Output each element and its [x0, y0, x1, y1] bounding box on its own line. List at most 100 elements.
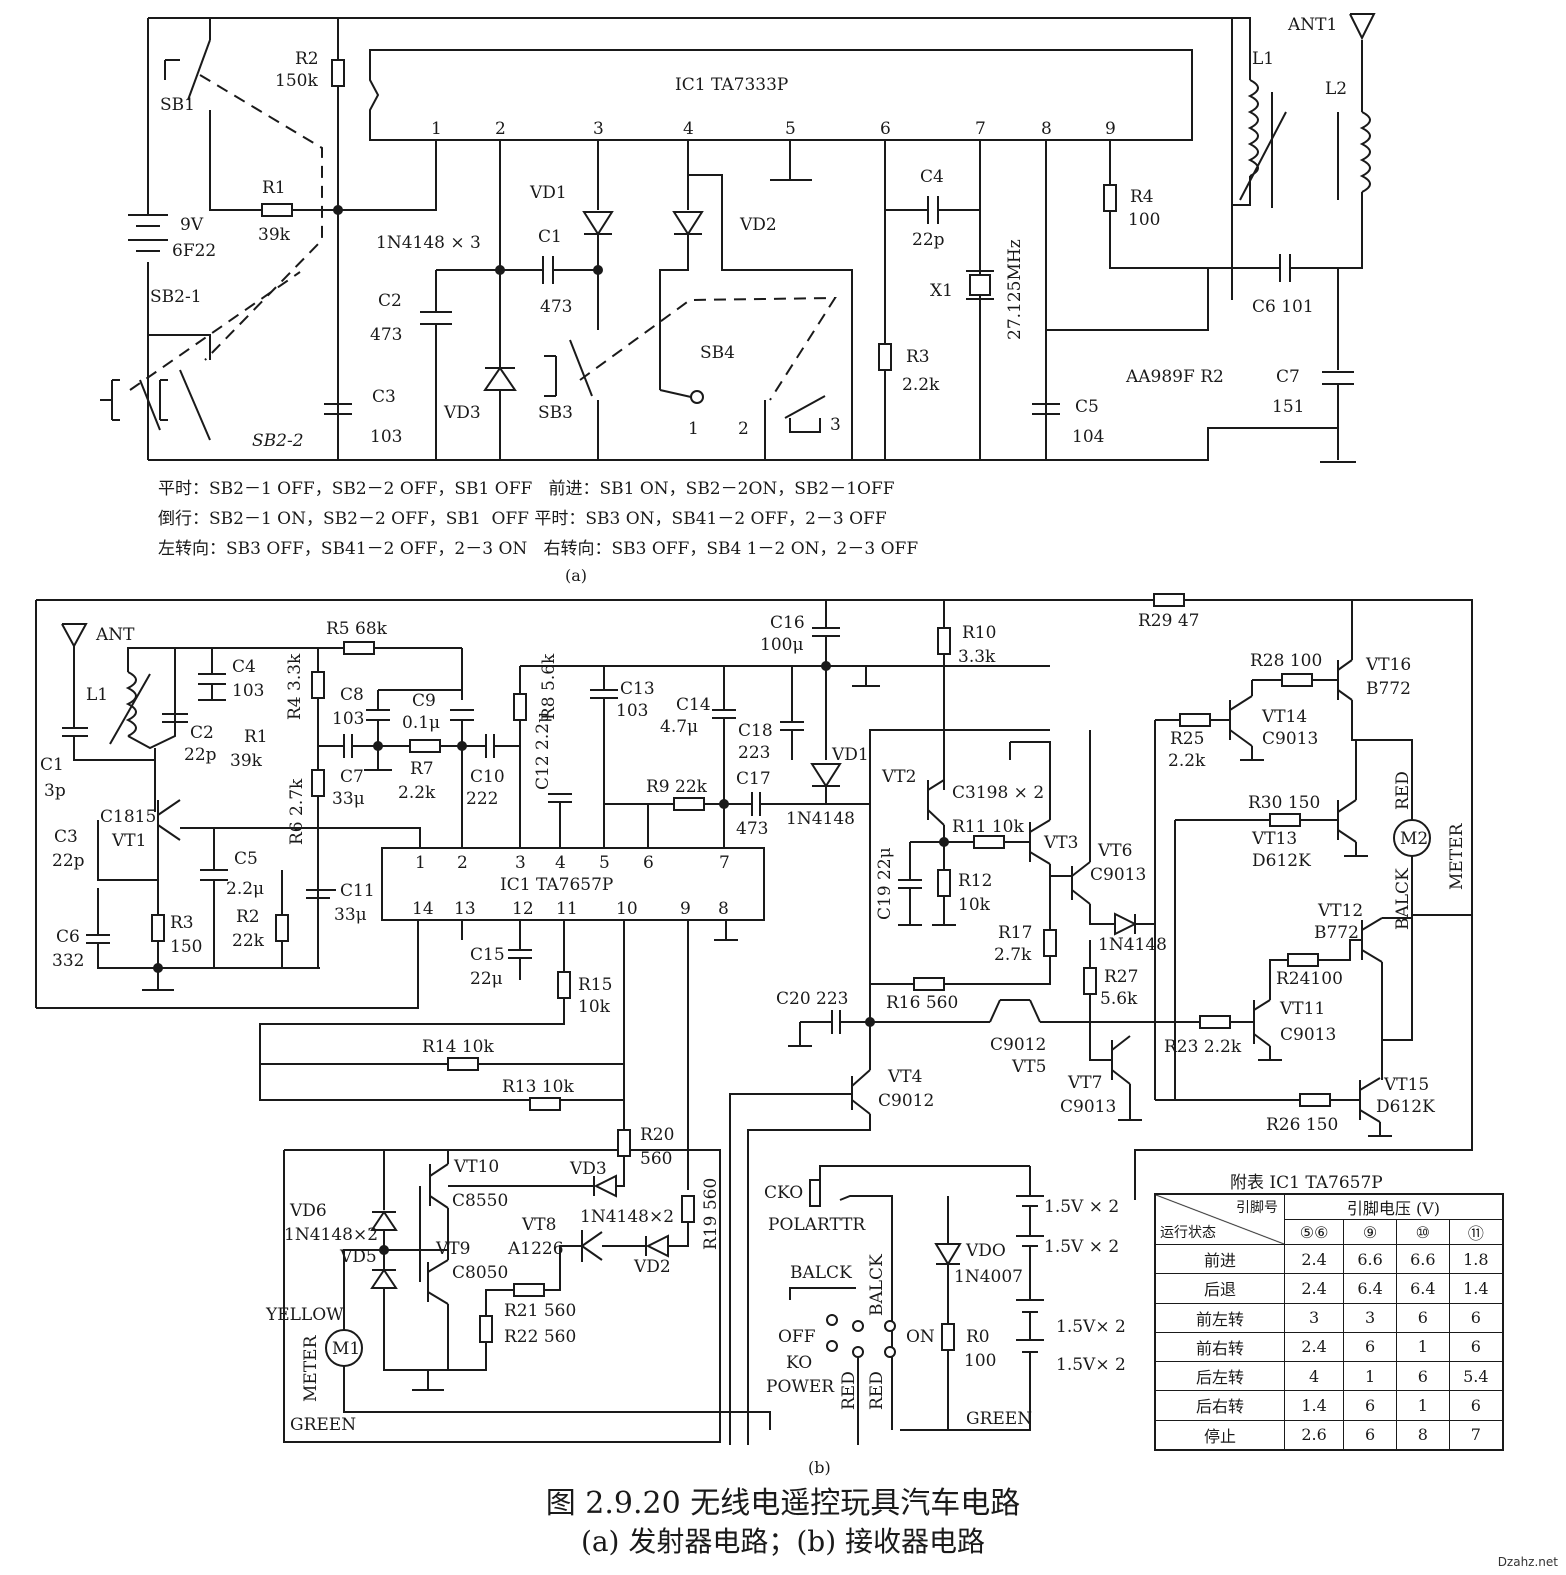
rx-r20-label: R20 — [640, 1125, 674, 1145]
tx-battery-voltage: 9V — [180, 215, 204, 235]
table-value-cell: 6 — [1395, 1302, 1450, 1333]
rx-vt7-label: VT7 — [1067, 1073, 1102, 1093]
rx-c13-label: C13 — [620, 679, 655, 699]
rx-vt1-label: VT1 — [111, 831, 146, 851]
table-column-header: ⑤⑥ — [1283, 1219, 1345, 1245]
tx-sb1-label: SB1 — [160, 95, 195, 115]
table-column-header: ⑨ — [1343, 1219, 1397, 1245]
rx-c13-value: 103 — [616, 701, 648, 721]
figure-subcaption: (a) 发射器电路；(b) 接收器电路 — [580, 1525, 986, 1558]
rx-c1-value: 3p — [44, 781, 66, 801]
rx-r25-value: 2.2k — [1168, 751, 1206, 771]
tx-ic-label: IC1 TA7333P — [675, 75, 788, 95]
rx-c19-label: C19 22μ — [875, 847, 895, 920]
rx-c8-value: 103 — [332, 709, 364, 729]
tx-ic-pin-3: 3 — [593, 119, 604, 139]
rx-ic-pin-bottom-2: 12 — [512, 899, 534, 919]
rx-c7-value: 33μ — [332, 789, 365, 809]
header-state-label: 运行状态 — [1160, 1225, 1216, 1241]
tx-vd3-label: VD3 — [443, 403, 481, 423]
table-value-cell: 4 — [1283, 1361, 1345, 1392]
tx-c7-value: 151 — [1272, 397, 1304, 417]
rx-vdo-label: VDO — [965, 1241, 1006, 1261]
rx-vt3-label: VT3 — [1043, 833, 1078, 853]
tx-c3-value: 103 — [370, 427, 402, 447]
tx-sb21-label: SB2-1 — [150, 287, 202, 307]
rx-vt14-label: VT14 — [1261, 707, 1307, 727]
rx-r3-value: 150 — [170, 937, 202, 957]
rx-m2-balck-label: BALCK — [1393, 868, 1413, 930]
rx-r1-value: 39k — [230, 751, 263, 771]
table-column-header: ⑪ — [1448, 1219, 1504, 1245]
table-value-cell: 6 — [1343, 1419, 1397, 1451]
rx-c10-label: C10 — [470, 767, 505, 787]
tx-ic-pin-2: 2 — [495, 119, 506, 139]
rx-r17-value: 2.7k — [994, 945, 1032, 965]
rx-vt11-label: VT11 — [1279, 999, 1325, 1019]
tx-c4-value: 22p — [912, 230, 945, 250]
rx-vt8-label: VT8 — [521, 1215, 556, 1235]
tx-c5-label: C5 — [1075, 397, 1099, 417]
rx-switch-balck2-label: BALCK — [867, 1254, 887, 1316]
table-value-cell: 6.4 — [1343, 1273, 1397, 1304]
table-value-cell: 1 — [1395, 1390, 1450, 1421]
figure-caption: 图 2.9.20 无线电遥控玩具汽车电路 — [545, 1486, 1021, 1521]
rx-battery1-label: 1.5V × 2 — [1044, 1197, 1119, 1217]
rx-r23-label: R23 2.2k — [1164, 1037, 1242, 1057]
rx-c15-value: 22μ — [470, 969, 503, 989]
rx-r3-label: R3 — [170, 913, 194, 933]
rx-vt14-model: C9013 — [1262, 729, 1318, 749]
rx-c6-value: 332 — [52, 951, 84, 971]
rx-c2-label: C2 — [190, 723, 214, 743]
rx-switch-green-label: GREEN — [966, 1409, 1032, 1429]
rx-r17-label: R17 — [998, 923, 1032, 943]
rx-r28-label: R28 100 — [1250, 651, 1322, 671]
rx-vdo-type: 1N4007 — [954, 1267, 1023, 1287]
rx-vt15-label: VT15 — [1383, 1075, 1429, 1095]
rx-r15-value: 10k — [578, 997, 611, 1017]
rx-c4-value: 103 — [232, 681, 264, 701]
rx-c7-label: C7 — [340, 767, 364, 787]
rx-ant-label: ANT — [95, 625, 135, 645]
table-value-cell: 2.6 — [1283, 1419, 1345, 1451]
tx-c1-value: 473 — [540, 297, 572, 317]
rx-r30-label: R30 150 — [1248, 793, 1320, 813]
rx-switch-off-label: OFF — [778, 1327, 816, 1347]
table-value-cell: 6 — [1343, 1331, 1397, 1363]
rx-ic-body — [381, 847, 765, 921]
rx-cko-label: CKO — [764, 1183, 803, 1203]
table-value-cell: 6 — [1395, 1361, 1450, 1392]
rx-vt13-label: VT13 — [1251, 829, 1297, 849]
rx-vt10-label: VT10 — [453, 1157, 499, 1177]
rx-m2-red-label: RED — [1393, 771, 1413, 810]
rx-polarttr-label: POLARTTR — [768, 1215, 866, 1235]
rx-vt5-model: C9012 — [990, 1035, 1046, 1055]
rx-motor-m1: M1 — [332, 1339, 360, 1359]
table-value-cell: 2.4 — [1283, 1331, 1345, 1363]
tx-x1-label: X1 — [930, 281, 953, 301]
table-value-cell: 6.4 — [1395, 1273, 1450, 1304]
tx-diodes-label: 1N4148 × 3 — [376, 233, 481, 253]
table-state-cell: 停止 — [1154, 1419, 1285, 1451]
rx-vd3-label: VD3 — [569, 1159, 607, 1179]
tx-ic-pin-1: 1 — [431, 119, 442, 139]
rx-vt13-model: D612K — [1252, 851, 1311, 871]
rx-battery4-label: 1.5V× 2 — [1056, 1355, 1126, 1375]
rx-diode-1n4148-label: 1N4148 — [1098, 935, 1167, 955]
table-state-cell: 前右转 — [1154, 1331, 1285, 1363]
rx-vt9-model: C8050 — [452, 1263, 508, 1283]
tx-sb4-pin1: 1 — [688, 419, 699, 439]
rx-c4-label: C4 — [232, 657, 256, 677]
rx-ic-pin-bottom-6: 8 — [718, 899, 729, 919]
table-value-cell: 2.4 — [1283, 1243, 1345, 1275]
rx-c18-value: 223 — [738, 743, 770, 763]
rx-ic-pin-top-4: 4 — [555, 853, 566, 873]
tx-vd2-label: VD2 — [739, 215, 777, 235]
rx-c17-value: 473 — [736, 819, 768, 839]
rx-c11-label: C11 — [340, 881, 375, 901]
tx-aa989f-label: AA989F R2 — [1125, 367, 1224, 387]
rx-c20-label: C20 223 — [776, 989, 849, 1009]
